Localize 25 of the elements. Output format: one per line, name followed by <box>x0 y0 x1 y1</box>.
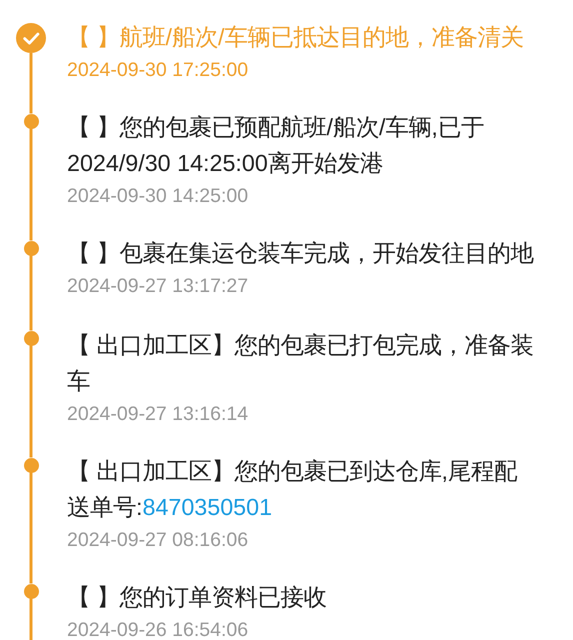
timeline-line <box>30 53 32 114</box>
timeline-dot <box>24 330 38 346</box>
status-text: 【 】您的订单资料已接收 <box>67 583 326 612</box>
status-text: 【 】您的包裹已预配航班/船次/车辆,已于2024/9/30 14:25:00离开始发港 <box>67 113 485 178</box>
timeline-dot <box>24 584 38 598</box>
timestamp: 2024-09-27 13:16:14 <box>67 402 248 427</box>
timeline-line <box>30 256 32 330</box>
timeline-line <box>30 598 32 640</box>
timeline-line <box>30 472 32 584</box>
timestamp: 2024-09-30 17:25:00 <box>67 58 248 83</box>
check-circle-icon <box>16 23 46 53</box>
timeline-line <box>30 128 32 240</box>
tracking-number-link: 8470350501 <box>142 494 272 520</box>
status-text: 【 】航班/船次/车辆已抵达目的地，准备清关 <box>67 23 524 52</box>
timeline-line <box>30 346 32 458</box>
status-text: 【 出口加工区】您的包裹已到达仓库,尾程配送单号:8470350501 <box>67 457 518 522</box>
timeline-dot <box>24 458 38 472</box>
timestamp: 2024-09-27 08:16:06 <box>67 528 248 553</box>
timestamp: 2024-09-30 14:25:00 <box>67 184 248 209</box>
status-text: 【 出口加工区】您的包裹已打包完成，准备装车 <box>67 331 534 396</box>
timestamp: 2024-09-27 13:17:27 <box>67 274 248 299</box>
timeline-dot <box>24 114 38 128</box>
status-text: 【 】包裹在集运仓装车完成，开始发往目的地 <box>67 239 534 268</box>
timeline-dot <box>24 240 38 256</box>
timestamp: 2024-09-26 16:54:06 <box>67 618 248 640</box>
